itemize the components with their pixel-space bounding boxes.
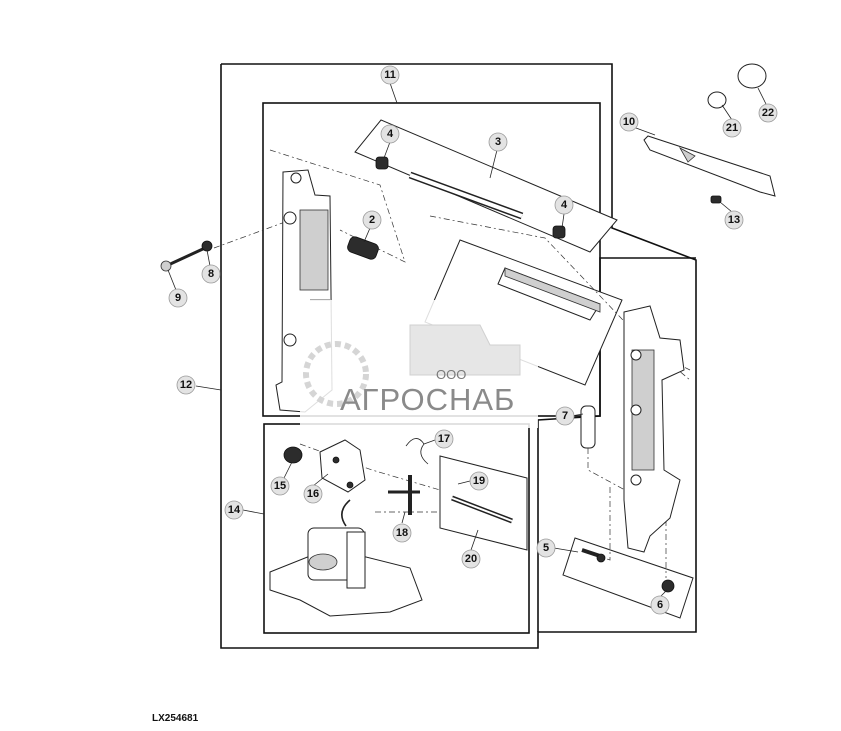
callout-leaders — [167, 82, 767, 597]
callout-9: 9 — [168, 288, 188, 308]
watermark: ООО АГРОСНАБ — [300, 300, 538, 428]
svg-text:21: 21 — [726, 122, 738, 134]
svg-text:15: 15 — [274, 480, 286, 492]
svg-text:18: 18 — [396, 527, 408, 539]
callout-4: 4 — [380, 124, 400, 144]
svg-text:22: 22 — [762, 107, 774, 119]
watermark-company-form: ООО — [436, 367, 466, 382]
svg-text:16: 16 — [307, 488, 319, 500]
bolt-and-nut — [160, 240, 213, 272]
callout-14: 14 — [224, 500, 244, 520]
svg-text:6: 6 — [657, 599, 663, 611]
callout-18: 18 — [392, 523, 412, 543]
callout-17: 17 — [434, 429, 454, 449]
small-bolts — [581, 548, 675, 593]
callout-21: 21 — [722, 118, 742, 138]
callout-5: 5 — [536, 538, 556, 558]
callout-7: 7 — [555, 406, 575, 426]
svg-text:13: 13 — [728, 214, 740, 226]
svg-text:19: 19 — [473, 475, 485, 487]
figure-code: LX254681 — [152, 713, 199, 724]
svg-text:20: 20 — [465, 553, 477, 565]
svg-text:12: 12 — [180, 379, 192, 391]
callout-2: 2 — [362, 210, 382, 230]
plate-shaft — [354, 119, 618, 253]
shaft — [375, 156, 566, 239]
callout-22: 22 — [758, 103, 778, 123]
lower-assembly — [269, 438, 513, 617]
svg-text:4: 4 — [387, 128, 394, 140]
callout-3: 3 — [488, 132, 508, 152]
callout-11: 10 — [619, 112, 639, 132]
callout-15: 15 — [270, 476, 290, 496]
svg-text:17: 17 — [438, 433, 450, 445]
watermark-company-name: АГРОСНАБ — [340, 382, 515, 417]
channel-part — [497, 267, 601, 321]
callout-8: 8 — [201, 264, 221, 284]
svg-text:10: 10 — [623, 116, 635, 128]
svg-text:2: 2 — [369, 214, 375, 226]
svg-text:9: 9 — [175, 292, 181, 304]
svg-text:7: 7 — [562, 410, 568, 422]
callout-13: 13 — [724, 210, 744, 230]
svg-text:3: 3 — [495, 136, 501, 148]
svg-text:4: 4 — [561, 199, 568, 211]
callout-10: 11 — [380, 65, 400, 85]
right-bracket — [623, 305, 685, 553]
svg-text:8: 8 — [208, 268, 214, 280]
callout-16: 16 — [303, 484, 323, 504]
svg-text:14: 14 — [228, 504, 241, 516]
pin — [580, 405, 596, 449]
cover-plate — [643, 63, 776, 204]
callout-12: 12 — [176, 375, 196, 395]
callout-6: 6 — [650, 595, 670, 615]
spring — [347, 236, 379, 260]
svg-text:5: 5 — [543, 542, 549, 554]
callout-4: 4 — [554, 195, 574, 215]
callout-19: 19 — [469, 471, 489, 491]
svg-text:11: 11 — [384, 69, 396, 81]
plate-pin — [439, 455, 528, 551]
callout-20: 20 — [461, 549, 481, 569]
assembly-right-frame — [537, 257, 696, 632]
